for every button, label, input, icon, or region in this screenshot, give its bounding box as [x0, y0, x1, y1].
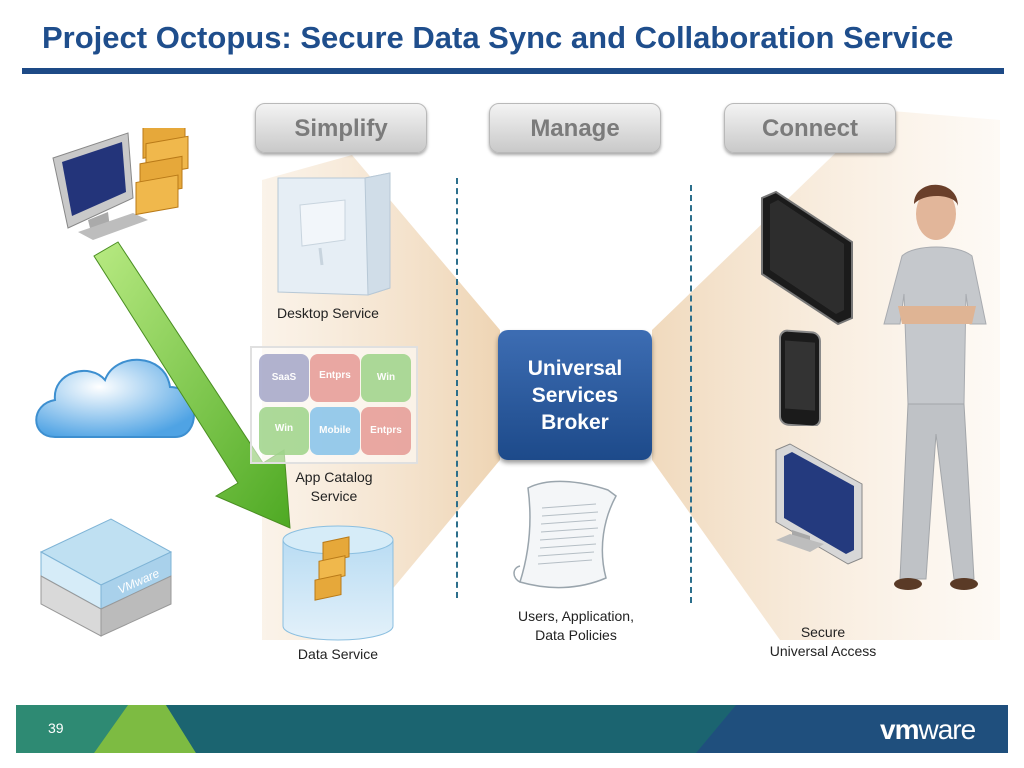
connect-pill: Connect	[724, 103, 896, 153]
vmware-logo: vmware	[880, 714, 976, 746]
access-label-line2: Universal Access	[769, 643, 877, 659]
broker-line3: Broker	[541, 410, 609, 434]
page-number: 39	[48, 720, 64, 736]
vmware-server-icon: VMware	[39, 518, 173, 637]
policies-label-line1: Users, Application,	[518, 608, 634, 624]
vmware-logo-bold: vm	[880, 714, 919, 745]
app-tile-saas: SaaS	[259, 354, 309, 402]
app-tile-enterprise-2: Entprs	[361, 407, 411, 455]
sync-arrow-icon	[93, 241, 291, 529]
desktop-service-icon	[277, 172, 391, 296]
app-catalog-grid: SaaS Entprs Win Win Mobile Entprs	[250, 346, 418, 464]
app-tile-mobile: Mobile	[310, 407, 360, 455]
simplify-pill: Simplify	[255, 103, 427, 153]
person-icon	[883, 184, 987, 590]
tablet-icon	[761, 190, 853, 326]
policies-label-line2: Data Policies	[535, 627, 617, 643]
broker-line2: Services	[531, 383, 619, 407]
app-tile-windows-2: Win	[259, 407, 309, 455]
app-catalog-label-line2: Service	[310, 488, 358, 504]
smartphone-icon	[779, 329, 821, 426]
app-tile-windows: Win	[361, 354, 411, 402]
app-catalog-label: App Catalog Service	[264, 468, 404, 506]
policies-label: Users, Application, Data Policies	[496, 607, 656, 645]
data-service-label: Data Service	[297, 646, 379, 662]
slide-title: Project Octopus: Secure Data Sync and Co…	[42, 20, 954, 55]
app-catalog-label-line1: App Catalog	[295, 469, 373, 485]
monitor-icon	[775, 443, 863, 565]
footer-accent	[16, 705, 1008, 753]
manage-pill: Manage	[489, 103, 661, 153]
desktop-folders-icon	[52, 128, 189, 240]
desktop-service-label: Desktop Service	[277, 305, 379, 321]
data-service-icon	[282, 525, 394, 641]
access-label-line1: Secure	[800, 624, 846, 640]
broker-line1: Universal	[527, 356, 623, 380]
universal-services-broker: Universal Services Broker	[498, 330, 652, 460]
access-label: Secure Universal Access	[748, 623, 898, 661]
title-divider	[22, 68, 1004, 74]
app-tile-enterprise: Entprs	[310, 354, 360, 402]
policy-scroll-icon	[513, 480, 617, 589]
vmware-logo-thin: ware	[918, 714, 976, 745]
divider-left	[456, 178, 458, 598]
divider-right	[690, 185, 692, 603]
